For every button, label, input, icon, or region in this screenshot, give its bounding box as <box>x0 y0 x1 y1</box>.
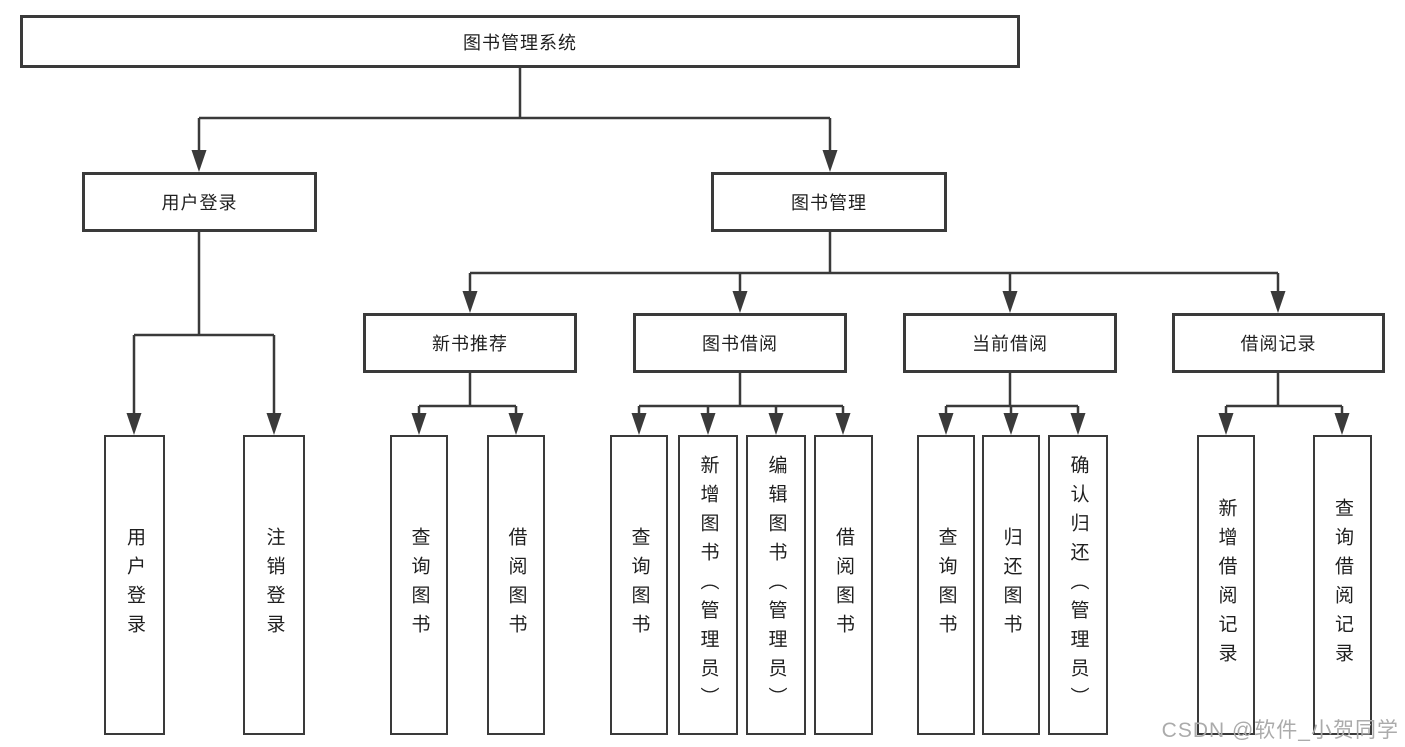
node-borrow-records: 借阅记录 <box>1172 313 1385 373</box>
node-user-login-label: 用户登录 <box>161 193 238 213</box>
leaf-query-books-borrow: 查询图书 <box>610 435 668 735</box>
leaf-add-books-admin-label: 新增图书（管理员） <box>697 454 719 716</box>
leaf-query-borrow-record-label: 查询借阅记录 <box>1332 498 1353 672</box>
leaf-add-borrow-record-label: 新增借阅记录 <box>1215 498 1237 672</box>
leaf-edit-books-admin: 编辑图书（管理员） <box>746 435 806 735</box>
leaf-borrow-books-recommend-label: 借阅图书 <box>505 527 527 643</box>
node-library-system-label: 图书管理系统 <box>463 32 577 53</box>
node-user-login: 用户登录 <box>82 172 317 232</box>
leaf-add-borrow-record: 新增借阅记录 <box>1197 435 1255 735</box>
leaf-query-books-borrow-label: 查询图书 <box>628 527 650 643</box>
leaf-query-books-current-label: 查询图书 <box>935 527 957 643</box>
leaf-borrow-books-recommend: 借阅图书 <box>487 435 545 735</box>
node-new-book-recommend: 新书推荐 <box>363 313 577 373</box>
node-new-book-recommend-label: 新书推荐 <box>432 334 508 354</box>
node-current-borrow-label: 当前借阅 <box>972 334 1048 354</box>
arrowheads <box>126 150 1350 435</box>
node-library-system: 图书管理系统 <box>20 15 1020 68</box>
node-book-management: 图书管理 <box>711 172 947 232</box>
leaf-query-books-recommend-label: 查询图书 <box>408 527 430 643</box>
node-book-management-label: 图书管理 <box>791 193 867 213</box>
node-borrow-records-label: 借阅记录 <box>1240 334 1317 354</box>
leaf-return-books: 归还图书 <box>982 435 1040 735</box>
leaf-user-login-label: 用户登录 <box>124 527 145 643</box>
leaf-add-books-admin: 新增图书（管理员） <box>678 435 738 735</box>
node-current-borrow: 当前借阅 <box>903 313 1117 373</box>
csdn-watermark: CSDN @软件_小贺同学 <box>1161 719 1399 742</box>
leaf-edit-books-admin-label: 编辑图书（管理员） <box>765 454 787 716</box>
node-book-borrow-label: 图书借阅 <box>702 334 778 354</box>
leaf-confirm-return-admin: 确认归还（管理员） <box>1048 435 1108 735</box>
leaf-query-books-current: 查询图书 <box>917 435 975 735</box>
leaf-query-borrow-record: 查询借阅记录 <box>1313 435 1372 735</box>
leaf-confirm-return-admin-label: 确认归还（管理员） <box>1067 454 1089 716</box>
leaf-return-books-label: 归还图书 <box>1000 527 1022 643</box>
leaf-user-login: 用户登录 <box>104 435 165 735</box>
leaf-borrow-books-label: 借阅图书 <box>833 527 854 643</box>
leaf-query-books-recommend: 查询图书 <box>390 435 448 735</box>
leaf-logout: 注销登录 <box>243 435 305 735</box>
leaf-borrow-books: 借阅图书 <box>814 435 873 735</box>
node-book-borrow: 图书借阅 <box>633 313 847 373</box>
leaf-logout-label: 注销登录 <box>263 527 285 643</box>
